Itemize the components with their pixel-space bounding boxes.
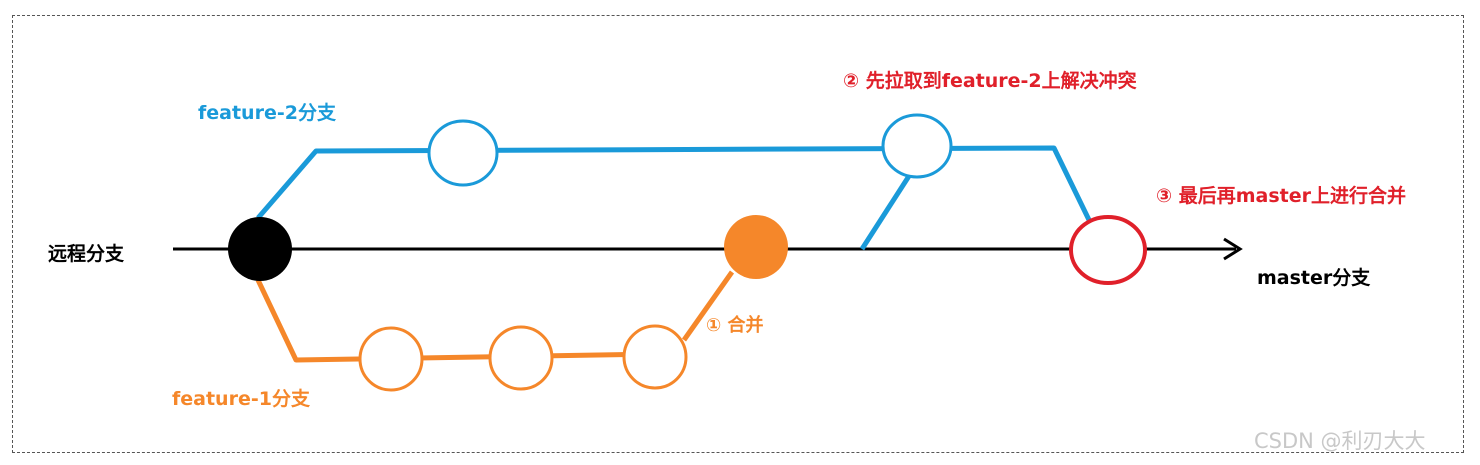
feature1-commit-3: [622, 324, 688, 390]
feature2-pull-line: [859, 174, 912, 251]
master-arrowhead: [1223, 237, 1243, 261]
feature1-commit-1: [358, 326, 424, 392]
feature2-commit-2: [881, 113, 953, 179]
feature2-commit-1: [427, 119, 499, 187]
step3-final-merge-label: ③ 最后再master上进行合并: [1156, 185, 1406, 207]
merged-commit: [724, 215, 788, 279]
diagram-frame: [12, 15, 1464, 453]
remote-commit: [228, 217, 292, 281]
remote-branch-label: 远程分支: [48, 243, 125, 265]
feature1-branch-line: [255, 278, 657, 363]
master-branch-label: master分支: [1257, 267, 1371, 289]
feature1-commit-2: [488, 325, 554, 391]
step1-merge-label: ① 合并: [706, 315, 764, 336]
step2-pull-label: ② 先拉取到feature-2上解决冲突: [843, 70, 1137, 92]
feature1-branch-label: feature-1分支: [172, 388, 310, 410]
feature2-branch-line: [256, 145, 1093, 224]
feature2-branch-label: feature-2分支: [198, 102, 336, 124]
watermark: CSDN @利刃大大: [1254, 429, 1426, 453]
final-merge-commit: [1069, 215, 1147, 285]
feature1-merge-line: [681, 270, 735, 342]
